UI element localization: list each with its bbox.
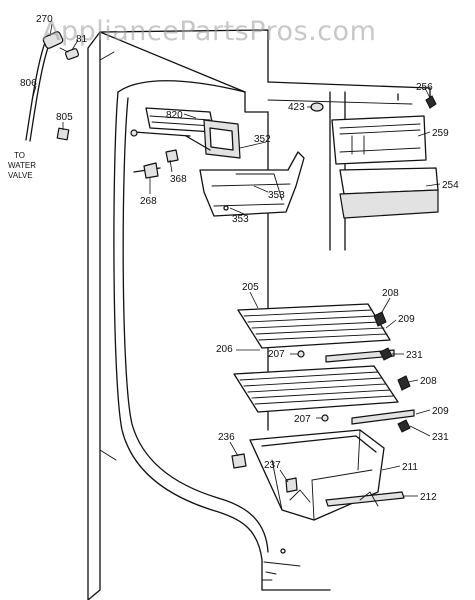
lower-shelf-assembly [233,365,415,433]
callout-237: 237 [264,460,281,471]
callout-352: 352 [254,134,271,145]
callout-231-lower: 231 [432,432,449,443]
callout-805: 805 [56,112,73,123]
callout-206: 206 [216,344,233,355]
callout-211: 211 [402,462,418,473]
cabinet-shell [87,29,431,600]
callout-231-upper: 231 [406,350,423,361]
callout-81: 81 [76,34,88,45]
callout-209-lower: 209 [432,406,449,417]
water-inlet-assembly [25,31,80,142]
callout-209-upper: 209 [398,314,415,325]
callout-205: 205 [242,282,259,293]
callout-212: 212 [420,492,437,503]
water-valve-label-3: VALVE [8,171,33,180]
ice-maker-assembly [130,107,305,217]
callout-268: 268 [140,196,157,207]
water-valve-label-1: TO [14,151,25,160]
callout-423: 423 [288,102,305,113]
callout-208-lower: 208 [420,376,437,387]
callout-207-upper: 207 [268,349,285,360]
crisper-pan-assembly [231,429,405,521]
callout-259: 259 [432,128,449,139]
callout-353-upper: 353 [268,190,285,201]
callout-256: 256 [416,82,433,93]
callout-368: 368 [170,174,187,185]
crisper-cover-assembly [310,95,439,219]
callout-806: 806 [20,78,37,89]
callout-820: 820 [166,110,183,121]
callout-254: 254 [442,180,459,191]
callout-236: 236 [218,432,235,443]
callout-208-upper: 208 [382,288,399,299]
leader-lines [31,23,441,497]
watermark-text: AppliancePartsPros.com [42,16,376,47]
callout-353-lower: 353 [232,214,249,225]
callout-270: 270 [36,14,53,25]
callout-207-lower: 207 [294,414,311,425]
callout-labels: 270 81 806 805 TO WATER VALVE 820 423 25… [8,14,459,503]
upper-shelf-assembly [237,303,395,363]
water-valve-label-2: WATER [8,161,36,170]
